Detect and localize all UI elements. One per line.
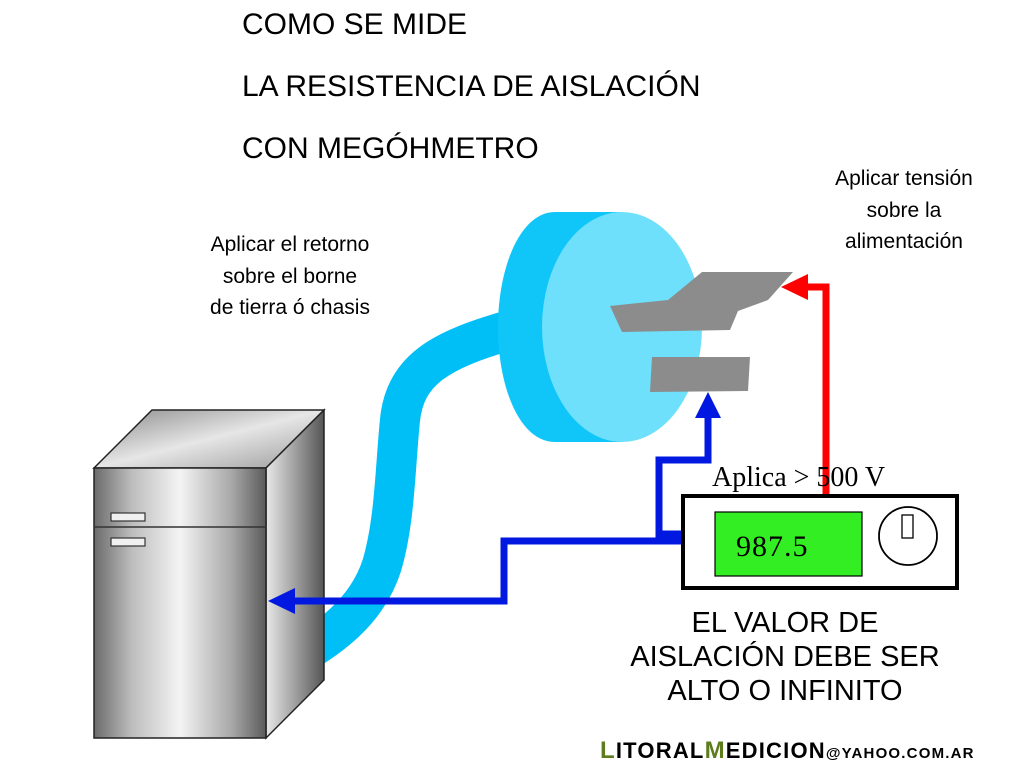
brand-itoral: ITORAL <box>615 738 705 763</box>
power-cable <box>281 310 516 678</box>
callout-voltage-line-2: sobre la <box>866 198 942 222</box>
conclusion-line-1: EL VALOR DE <box>691 607 879 639</box>
voltage-wire <box>781 274 830 496</box>
brand-letter-m: M <box>704 737 726 764</box>
return-wire-chassis <box>268 537 683 614</box>
conclusion-line-2: AISLACIÓN DEBE SER <box>630 641 940 674</box>
conclusion: EL VALOR DE AISLACIÓN DEBE SER ALTO O IN… <box>590 606 980 709</box>
conclusion-line-3: ALTO O INFINITO <box>667 675 903 708</box>
brand-edicion: EDICION <box>725 738 826 763</box>
callout-return-line-3: de tierra ó chasis <box>210 296 370 319</box>
callout-return-line-2: sobre el borne <box>222 264 358 288</box>
plug-prong-live <box>610 272 793 332</box>
title-line-3: CON MEGÓHMETRO <box>242 132 539 165</box>
callout-voltage-line-3: alimentación <box>845 230 963 253</box>
megohmmeter-icon <box>681 494 959 590</box>
plug-prong-ground <box>650 357 750 392</box>
title-line-2: LA RESISTENCIA DE AISLACIÓN <box>242 70 701 103</box>
title-line-1: COMO SE MIDE <box>242 8 468 41</box>
brand-email: LITORALMEDICION@YAHOO.COM.AR <box>600 737 975 765</box>
voltage-label: Aplica > 500 V <box>712 462 886 493</box>
brand-domain: @YAHOO.COM.AR <box>825 745 975 762</box>
plug-icon <box>498 212 793 442</box>
callout-apply-voltage: Aplicar tensión sobre la alimentación <box>798 163 1010 258</box>
callout-return-line-1: Aplicar el retorno <box>210 233 370 256</box>
appliance-icon <box>92 408 326 740</box>
callout-voltage-line-1: Aplicar tensión <box>835 167 973 190</box>
display-value: 987.5 <box>736 530 809 563</box>
megohmmeter-display <box>714 511 863 577</box>
callout-apply-return: Aplicar el retorno sobre el borne de tie… <box>170 229 410 324</box>
power-switch-icon <box>878 506 938 566</box>
brand-letter-l: L <box>600 737 616 764</box>
return-wire-prong <box>655 392 721 538</box>
